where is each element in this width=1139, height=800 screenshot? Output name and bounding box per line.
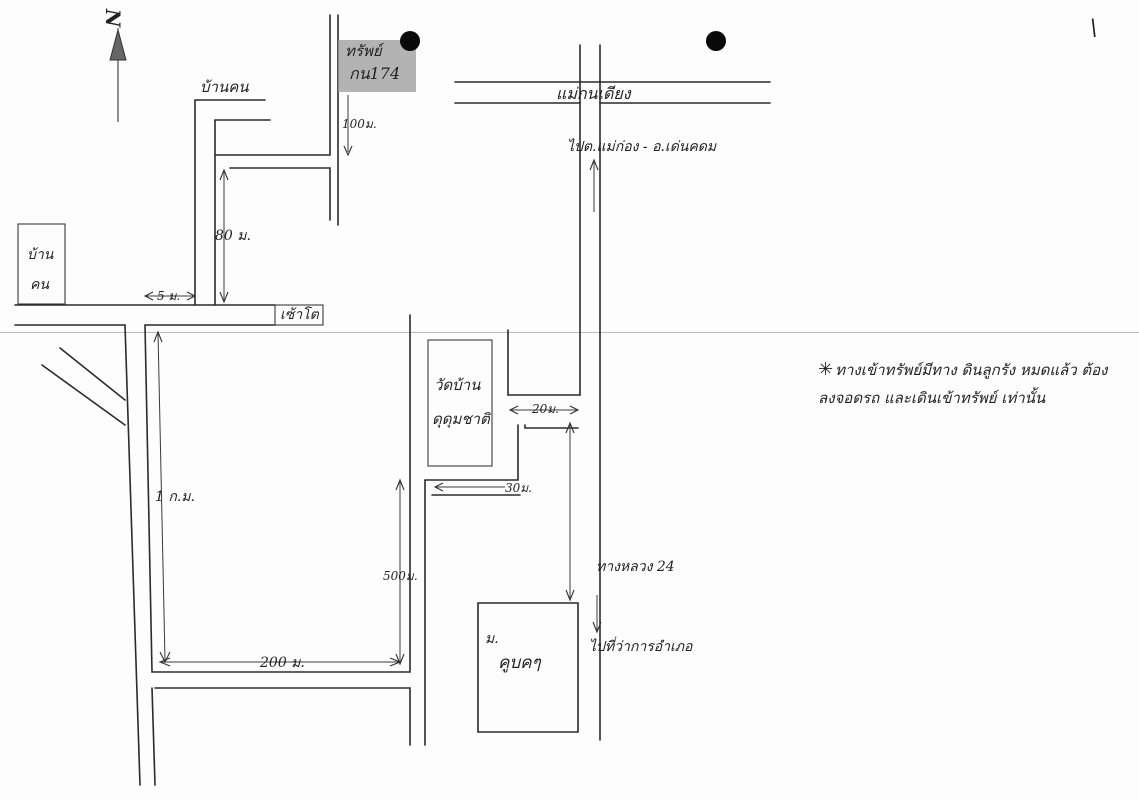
road-to-property-inner xyxy=(229,167,331,221)
north-symbol: N xyxy=(101,8,126,28)
dist-1km: 1 ก.ม. xyxy=(155,489,195,505)
arrow-to-office xyxy=(592,595,602,634)
label-moo-1: ม. xyxy=(485,631,499,647)
access-note-text: ทางเข้าทรัพย์มีทาง ดินลูกรัง หมดแล้ว ต้อ… xyxy=(818,361,1108,407)
dist-20m: 20ม. xyxy=(532,402,559,416)
label-mae-kae-road: แม่กนเดียง xyxy=(556,84,631,103)
dim-20m xyxy=(508,405,580,415)
dim-30m xyxy=(433,482,505,492)
south-road-lower-edge xyxy=(154,687,411,746)
road-to-property-west xyxy=(214,14,331,156)
dim-100m xyxy=(343,95,353,157)
dim-80m xyxy=(219,168,229,304)
marker-dot-right xyxy=(706,31,726,51)
label-ban-khon-road: บ้านคน xyxy=(200,78,249,96)
road-inner-link xyxy=(524,424,579,429)
corner-mark: \ xyxy=(1090,16,1098,41)
dist-100m: 100ม. xyxy=(342,117,377,131)
dim-highway-down xyxy=(565,421,575,602)
south-road-loop xyxy=(144,314,411,673)
diagonal-road-east xyxy=(59,347,126,401)
asterisk-icon: ✳ xyxy=(818,359,834,380)
wat-box xyxy=(427,339,493,467)
dist-5m: 5 ม. xyxy=(157,289,181,303)
label-to-office: ไปที่ว่าการอำเภอ xyxy=(589,639,693,655)
label-moo-2: คูบคๆ xyxy=(498,653,541,673)
label-ban-khon-box-1: บ้าน xyxy=(27,247,54,263)
moo-box xyxy=(477,602,579,733)
dim-5m xyxy=(143,291,197,301)
label-alley-24: ทางหลวง 24 xyxy=(596,559,675,575)
label-to-mae-kae: ไปต.แม่ก่อง - อ.เด่นคดม xyxy=(567,139,717,155)
south-road-lower-west xyxy=(151,687,156,786)
label-property: ทรัพย์ xyxy=(345,42,382,60)
label-property-code: กน174 xyxy=(349,64,401,83)
dist-30m: 30ม. xyxy=(505,481,532,495)
north-arrow-icon xyxy=(109,28,127,122)
label-ban-khon-box-2: คน xyxy=(30,277,49,293)
label-wat-1: วัดบ้าน xyxy=(434,376,481,394)
road-wat-branch-top xyxy=(424,424,519,481)
access-note: ✳ทางเข้าทรัพย์มีทาง ดินลูกรัง หมดแล้ว ต้… xyxy=(818,355,1118,411)
dim-500m xyxy=(395,478,405,666)
label-seven-eleven: เซ้าโต xyxy=(280,307,319,323)
dist-200m: 200 ม. xyxy=(260,655,305,671)
ban-khon-box xyxy=(17,223,66,305)
arrow-to-mae-kae xyxy=(589,158,599,212)
scan-artifact-line xyxy=(0,332,1139,333)
marker-dot-property xyxy=(400,31,420,51)
label-wat-2: ดุดุมชาติ xyxy=(432,410,490,428)
road-to-highway-west xyxy=(507,44,581,396)
seven-eleven-box xyxy=(274,304,324,326)
south-road-west-edge xyxy=(124,324,141,786)
dist-80m: 80 ม. xyxy=(215,228,251,244)
dist-500m: 500ม. xyxy=(383,569,418,583)
diagonal-road-west xyxy=(41,364,126,426)
